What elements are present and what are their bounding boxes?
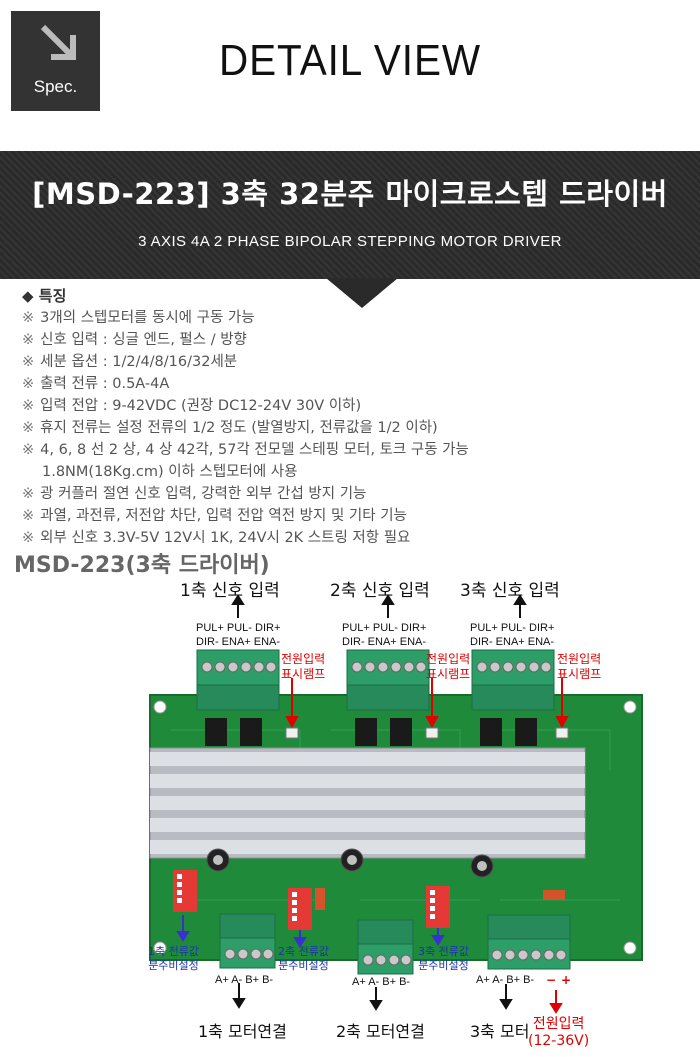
power-lamp-label: 전원입력 표시램프 [281, 652, 326, 681]
power-minus-label: − [546, 973, 557, 987]
motor-pin-labels: A+ A- B+ B- [476, 974, 535, 986]
power-lamp-label: 전원입력 표시램프 [557, 652, 602, 681]
axis1-signal-label: 1축 신호 입력 [180, 581, 280, 601]
motor-terminal-1 [219, 913, 276, 969]
motor-terminal-3 [487, 914, 571, 970]
arrow-down-right-icon [40, 24, 76, 60]
dip-switch-3 [426, 886, 450, 928]
spec-label: Spec. [33, 77, 78, 96]
dip-switch-1 [173, 870, 197, 912]
list-item: ※입력 전압 : 9-42VDC (권장 DC12-24V 30V 이하) [22, 398, 362, 414]
page-title: DETAIL VIEW [218, 36, 482, 85]
signal-terminal-1 [196, 649, 280, 711]
spec-badge: Spec. [11, 11, 100, 111]
list-item: ※광 커플러 절연 신호 입력, 강력한 외부 간섭 방지 기능 [22, 486, 367, 502]
power-plus-label: + [561, 973, 572, 987]
axis1-motor-label: 1축 모터연결 [198, 1022, 287, 1041]
signal-terminal-2 [346, 649, 430, 711]
feature-heading: ◆ 특징 [22, 287, 67, 305]
list-item: ※휴지 전류는 설정 전류의 1/2 정도 (발열방지, 전류값을 1/2 이하… [22, 420, 438, 436]
pin-labels-row1: PUL+ PUL- DIR+ [342, 622, 427, 634]
section-title: MSD-223(3축 드라이버) [14, 553, 270, 578]
axis3-signal-label: 3축 신호 입력 [460, 581, 560, 601]
axis3-motor-label: 3축 모터 [470, 1022, 530, 1041]
list-item: ※출력 전류 : 0.5A-4A [22, 376, 170, 392]
list-item: ※외부 신호 3.3V-5V 12V시 1K, 24V시 2K 스트링 저항 필… [22, 530, 411, 546]
list-item: ※3개의 스텝모터를 동시에 구동 가능 [22, 310, 255, 326]
list-item: ※신호 입력 : 싱글 엔드, 펄스 / 방향 [22, 332, 247, 348]
current-setting-label-1: 1축 전류값 분주비설정 [148, 945, 199, 972]
heatsink [149, 747, 586, 859]
axis2-motor-label: 2축 모터연결 [336, 1022, 425, 1041]
feature-list: ◆ 특징 ※3개의 스텝모터를 동시에 구동 가능 ※신호 입력 : 싱글 엔드… [22, 285, 682, 549]
axis2-signal-label: 2축 신호 입력 [330, 581, 430, 601]
motor-pin-labels: A+ A- B+ B- [215, 974, 274, 986]
current-setting-label-2: 2축 전류값 분주비설정 [278, 945, 329, 972]
motor-terminal-2 [357, 919, 414, 975]
signal-terminal-3 [471, 649, 555, 711]
banner-notch [326, 278, 398, 308]
product-subtitle: 3 AXIS 4A 2 PHASE BIPOLAR STEPPING MOTOR… [138, 233, 562, 250]
power-input-label: 전원입력 (12-36V) [528, 1016, 590, 1049]
dip-switch-2 [288, 888, 312, 930]
pin-labels-row2: DIR- ENA+ ENA- [342, 636, 427, 648]
list-item-continuation: 1.8NM(18Kg.cm) 이하 스텝모터에 사용 [42, 464, 298, 480]
board-diagram: 1축 신호 입력 2축 신호 입력 3축 신호 입력 PUL+ PUL- DIR… [0, 570, 700, 1057]
title-banner: [MSD-223] 3축 32분주 마이크로스텝 드라이버 3 AXIS 4A … [0, 151, 700, 279]
list-item: ※과열, 과전류, 저전압 차단, 입력 전압 역전 방지 및 기타 기능 [22, 508, 407, 524]
pin-labels-row1: PUL+ PUL- DIR+ [196, 622, 281, 634]
driver-board-image [149, 594, 643, 1014]
power-lamp-label: 전원입력 표시램프 [426, 652, 471, 681]
pin-labels-row2: DIR- ENA+ ENA- [196, 636, 281, 648]
list-item: ※4, 6, 8 선 2 상, 4 상 42각, 57각 전모델 스테핑 모터,… [22, 442, 469, 458]
pin-labels-row2: DIR- ENA+ ENA- [470, 636, 555, 648]
current-setting-label-3: 3축 전류값 분주비설정 [418, 945, 469, 972]
diamond-icon: ◆ [22, 287, 34, 305]
motor-pin-labels: A+ A- B+ B- [352, 976, 411, 988]
pin-labels-row1: PUL+ PUL- DIR+ [470, 622, 555, 634]
list-item: ※세분 옵션 : 1/2/4/8/16/32세분 [22, 354, 238, 370]
product-title: [MSD-223] 3축 32분주 마이크로스텝 드라이버 [32, 177, 668, 211]
